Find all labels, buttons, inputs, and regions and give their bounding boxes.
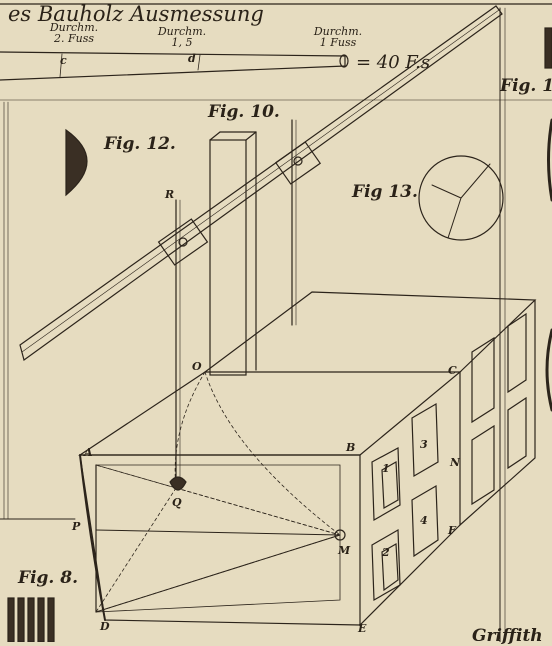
letter-Q: Q: [172, 496, 182, 509]
timber-log: [0, 51, 346, 81]
letter-d: d: [188, 52, 196, 65]
sighting-rod: [19, 5, 503, 361]
col1-label: Durchm. 2. Fuss: [44, 22, 104, 44]
window-number-1: 1: [382, 462, 390, 475]
letter-F: F: [448, 524, 456, 537]
box-right-face: [459, 299, 536, 527]
fig12-label: Fig. 12.: [104, 134, 176, 154]
col2-line1: Durchm.: [157, 25, 207, 38]
fig8-label: Fig. 8.: [18, 568, 78, 588]
letter-R: R: [165, 188, 175, 201]
result-label: = 40 F.s: [356, 52, 431, 73]
header-title: es Bauholz Ausmessung: [8, 2, 264, 26]
window-number-2: 2: [382, 546, 390, 559]
fig13-circle: [418, 155, 504, 241]
letter-B: B: [346, 441, 356, 454]
letter-D: D: [100, 620, 110, 633]
col2-line2: 1, 5: [171, 36, 193, 49]
letter-N: N: [450, 456, 461, 469]
col1-line2: 2. Fuss: [54, 32, 94, 45]
letter-O: O: [192, 360, 202, 373]
bottom-partial-label: Griffith: [472, 626, 543, 646]
col2-label: Durchm. 1, 5: [152, 26, 212, 48]
letter-E: E: [358, 622, 367, 635]
fig1-partial-label: Fig. 1: [500, 76, 552, 96]
letter-P: P: [72, 520, 81, 533]
vertical-post: [209, 139, 247, 376]
window-number-3: 3: [420, 438, 428, 451]
log-end: [339, 54, 349, 68]
box-top: [78, 371, 462, 456]
col1-line1: Durchm.: [49, 21, 99, 34]
box-curved-edge: [79, 454, 106, 621]
point-M: [334, 529, 346, 541]
box-bottom: [79, 454, 361, 626]
col3-line2: 1 Fuss: [319, 36, 357, 49]
box-back-top: [204, 291, 537, 373]
letter-c: c: [60, 54, 67, 67]
fig10-label: Fig. 10.: [208, 102, 280, 122]
fig12-halfdisc: [65, 128, 88, 197]
letter-A: A: [84, 446, 93, 459]
letter-M: M: [338, 544, 351, 557]
window-number-4: 4: [420, 514, 428, 527]
letter-C: C: [448, 364, 457, 377]
col3-label: Durchm. 1 Fuss: [306, 26, 370, 48]
fig13-label: Fig 13.: [352, 182, 418, 202]
col3-line1: Durchm.: [313, 25, 363, 38]
